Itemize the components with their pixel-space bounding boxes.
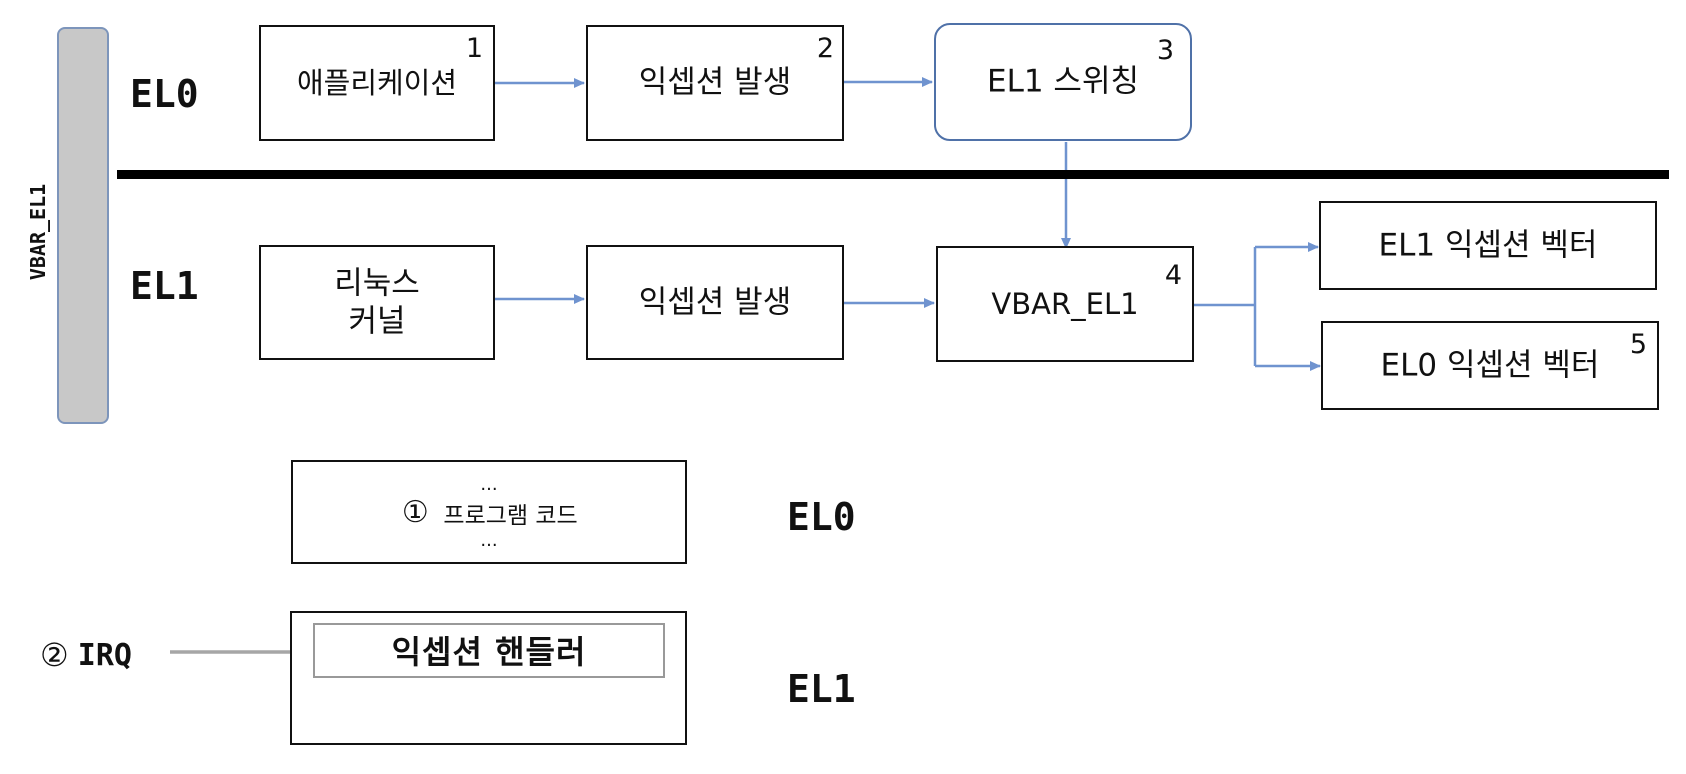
el1-switch-label: EL1 스위칭 — [987, 63, 1139, 100]
level-label-el1: EL1 — [130, 264, 199, 308]
branch-vbar-to-vectors — [1193, 247, 1257, 366]
step-number-1: 1 — [465, 33, 483, 64]
exception-raised-label-el0: 익셉션 발생 — [638, 64, 792, 101]
el1-switch-box: EL1 스위칭 3 — [934, 23, 1192, 141]
step-number-3: 3 — [1156, 35, 1174, 66]
exception-raised-box-el0: 익셉션 발생 2 — [586, 25, 844, 141]
program-code-row: ① 프로그램 코드 — [293, 496, 685, 530]
lower-level-label-el0: EL0 — [787, 495, 856, 539]
vbar-el1-side-label: VBAR_EL1 — [26, 183, 50, 281]
program-dots-bottom: ... — [480, 530, 498, 551]
step-number-5: 5 — [1629, 329, 1647, 360]
program-code-label: 프로그램 코드 — [443, 503, 578, 529]
el1-exception-vector-label: EL1 익셉션 벡터 — [1378, 227, 1598, 264]
linux-kernel-box: 리눅스 커널 — [259, 245, 495, 360]
el0-exception-vector-label: EL0 익셉션 벡터 — [1380, 347, 1600, 384]
step-number-2: 2 — [816, 33, 834, 64]
vbar-el1-label: VBAR_EL1 — [991, 286, 1139, 321]
level-label-el0: EL0 — [130, 72, 199, 116]
vbar-el1-side-bar — [57, 27, 109, 424]
application-label: 애플리케이션 — [296, 65, 458, 100]
step-number-4: 4 — [1164, 260, 1182, 291]
el0-exception-vector-box: EL0 익셉션 벡터 5 — [1321, 321, 1659, 410]
linux-kernel-line1: 리눅스 — [334, 264, 420, 301]
lower-level-label-el1: EL1 — [787, 667, 856, 711]
exception-handler-inner-frame: 익셉션 핸들러 — [313, 623, 665, 678]
marker-circled-2: ② — [40, 636, 69, 674]
vbar-el1-box: VBAR_EL1 4 — [936, 246, 1194, 362]
marker-circled-1: ① — [401, 495, 429, 530]
irq-label: IRQ — [77, 637, 132, 673]
application-box: 애플리케이션 1 — [259, 25, 495, 141]
el-boundary-divider — [117, 170, 1669, 179]
el1-exception-vector-box: EL1 익셉션 벡터 — [1319, 201, 1657, 290]
program-dots-top: ... — [480, 474, 498, 495]
exception-handler-label: 익셉션 핸들러 — [391, 633, 587, 671]
exception-raised-label-el1: 익셉션 발생 — [638, 284, 792, 321]
exception-raised-box-el1: 익셉션 발생 — [586, 245, 844, 360]
irq-source: ② IRQ — [40, 636, 132, 674]
linux-kernel-line2: 커널 — [348, 303, 406, 340]
program-code-box: ... ① 프로그램 코드 ... — [291, 460, 687, 564]
exception-handler-box: 익셉션 핸들러 — [290, 611, 687, 745]
linux-kernel-label: 리눅스 커널 — [261, 264, 493, 342]
